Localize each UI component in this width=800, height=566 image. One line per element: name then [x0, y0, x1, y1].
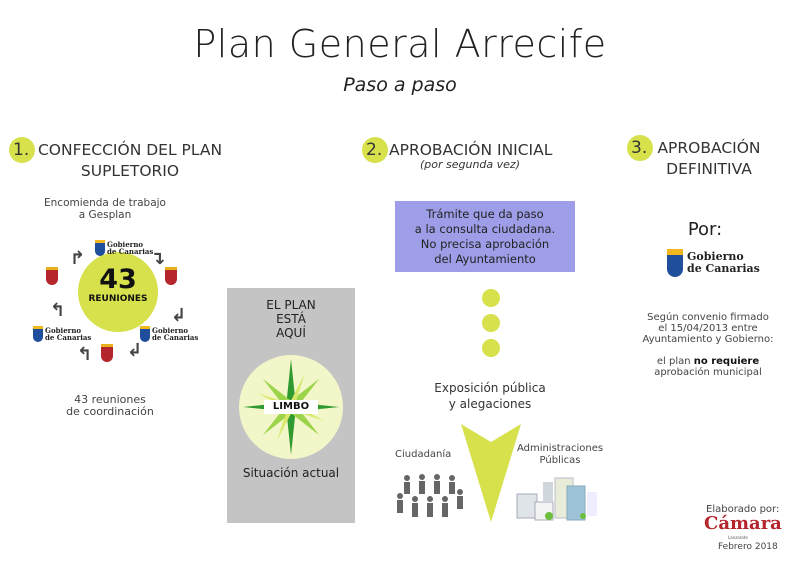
arrecife-crest-icon: [165, 267, 177, 285]
step2-subtitle: (por segunda vez): [419, 158, 520, 171]
step1-number: 1.: [9, 137, 35, 163]
note-line3: Ayuntamiento y Gobierno:: [642, 334, 774, 345]
step2-number: 2.: [362, 137, 388, 163]
arrecife-crest-icon: [101, 344, 113, 362]
step1-title: CONFECCIÓN DEL PLAN SUPLETORIO: [20, 140, 240, 182]
status-line3: AQUÍ: [276, 326, 306, 340]
progress-dot: [482, 289, 500, 307]
people-icon: [397, 474, 463, 517]
box-line1: Trámite que da paso: [426, 207, 544, 221]
page-subtitle: Paso a paso: [343, 74, 457, 96]
camara-logo: Cámara: [704, 513, 782, 534]
canarias-shield-icon: [95, 240, 105, 256]
page-title: Plan General Arrecife: [193, 22, 607, 66]
step2-title: APROBACIÓN INICIAL: [389, 141, 553, 159]
step3-title-line1: APROBACIÓN: [657, 139, 761, 157]
cycle-arrow-icon: ↱: [70, 248, 86, 269]
arrecife-crest-icon: [46, 267, 58, 285]
cycle-arrow-icon: ↰: [50, 300, 66, 321]
meetings-circle: 43 REUNIONES: [78, 252, 158, 332]
status-line2: ESTÁ: [276, 312, 306, 326]
citizens-label: Ciudadanía: [395, 449, 452, 460]
exposure-line2: y alegaciones: [448, 397, 532, 411]
canarias-shield-icon: [33, 326, 43, 342]
cycle-arrow-icon: ↴: [150, 248, 166, 269]
made-by-label: Elaborado por:: [706, 504, 780, 515]
exposure-line1: Exposición pública: [434, 381, 546, 395]
step3-note: Según convenio firmado el 15/04/2013 ent…: [630, 312, 786, 378]
step3-title-line2: DEFINITIVA: [666, 160, 752, 178]
step2-info-box: Trámite que da paso a la consulta ciudad…: [395, 201, 575, 272]
cycle-arrow-icon: ↲: [127, 340, 143, 361]
status-line1: EL PLAN: [266, 298, 316, 312]
cycle-arrow-icon: ↰: [77, 344, 93, 365]
exposure-text: Exposición pública y alegaciones: [410, 380, 570, 412]
note-line5: aprobación municipal: [654, 367, 762, 378]
progress-dot: [482, 314, 500, 332]
step1-title-line2: SUPLETORIO: [80, 162, 180, 180]
meetings-count: 43: [99, 264, 137, 295]
admin-label: Administraciones Públicas: [510, 443, 610, 467]
box-line2: a la consulta ciudadana.: [414, 222, 556, 236]
note-line2: el 15/04/2013 entre: [658, 323, 758, 334]
admin-line2: Públicas: [539, 455, 581, 466]
step1-footer-line1: 43 reuniones: [74, 393, 146, 406]
box-line4: del Ayuntamiento: [434, 252, 536, 266]
admin-line1: Administraciones: [516, 443, 604, 454]
status-caption: Situación actual: [242, 466, 340, 480]
meetings-label: REUNIONES: [88, 294, 148, 304]
step1-title-line1: CONFECCIÓN DEL PLAN: [37, 141, 223, 159]
note-line1: Según convenio firmado: [647, 312, 769, 323]
box-line3: No precisa aprobación: [420, 237, 550, 251]
step3-number: 3.: [627, 135, 653, 161]
camara-logo-sub: Lanzarote: [728, 535, 748, 540]
step1-note: Encomienda de trabajo a Gesplan: [40, 197, 170, 221]
status-panel: EL PLAN ESTÁ AQUÍ LIMBO Situación actual: [227, 288, 355, 523]
progress-dot: [482, 339, 500, 357]
step1-note-line2: a Gesplan: [78, 209, 132, 221]
step1-footer: 43 reuniones de coordinación: [40, 394, 180, 418]
step1-footer-line2: de coordinación: [66, 405, 154, 418]
compass-label: LIMBO: [264, 400, 318, 414]
by-label: Por:: [687, 219, 723, 240]
funnel-arrow-icon: [461, 424, 521, 522]
canarias-shield-icon: [140, 326, 150, 342]
step1-note-line1: Encomienda de trabajo: [44, 197, 166, 209]
step3-title: APROBACIÓN DEFINITIVA: [645, 138, 773, 180]
buildings-icon: [516, 477, 597, 521]
date-label: Febrero 2018: [718, 542, 778, 552]
note-line4: el plan no requiere: [656, 356, 760, 367]
canarias-shield-icon: [667, 249, 683, 277]
cycle-arrow-icon: ↲: [171, 305, 187, 326]
